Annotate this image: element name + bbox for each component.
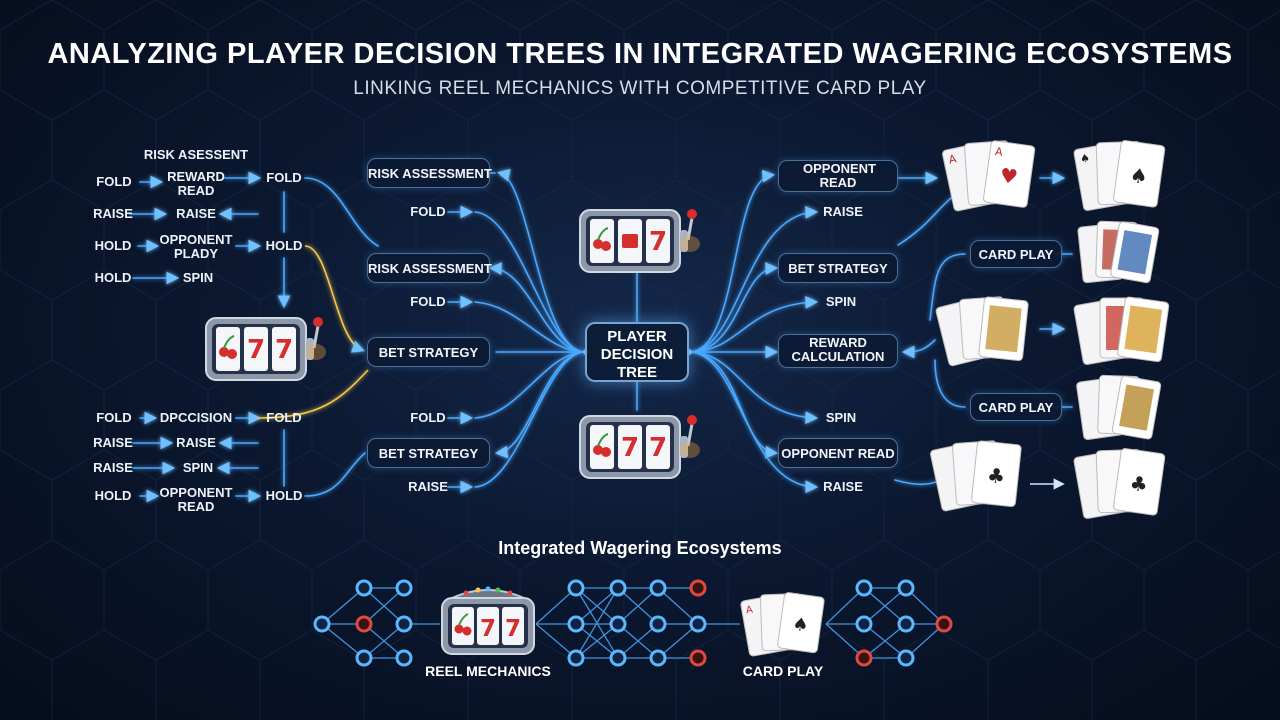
mid-right-label-raise-1[interactable]: RAISE xyxy=(823,204,863,219)
left-label-raise-b3[interactable]: RAISE xyxy=(93,460,133,475)
mid-left-label-raise[interactable]: RAISE xyxy=(408,479,448,494)
slot-seven-7: 7 xyxy=(505,616,521,642)
slot-seven-1: 7 xyxy=(247,335,265,365)
card-fan-4 xyxy=(935,296,1029,367)
ecosystem-title: Integrated Wagering Ecosystems xyxy=(498,538,782,558)
node-bet-strategy-3[interactable]: BET STRATEGY xyxy=(778,253,898,283)
card-fan-8: ♣ xyxy=(1073,448,1166,519)
page-subtitle: LINKING REEL MECHANICS WITH COMPETITIVE … xyxy=(353,78,927,99)
left-label-fold[interactable]: FOLD xyxy=(96,174,132,189)
left-label-fold-2[interactable]: FOLD xyxy=(266,170,302,185)
slot-seven-5: 7 xyxy=(649,433,667,463)
left-label-raise-b2[interactable]: RAISE xyxy=(176,435,216,450)
node-risk-assessment-1[interactable]: RISK ASSESSMENT xyxy=(367,158,492,188)
left-label-hold[interactable]: HOLD xyxy=(94,238,132,253)
slot-seven-2: 7 xyxy=(275,335,293,365)
slot-machine-center-top: 7 xyxy=(579,209,700,273)
left-label-hold-2[interactable]: HOLD xyxy=(265,238,303,253)
svg-text:♣: ♣ xyxy=(986,463,1006,489)
network-chips xyxy=(313,579,953,667)
mid-right-label-spin-2[interactable]: SPIN xyxy=(825,410,857,425)
card-fan-6 xyxy=(1076,374,1162,441)
svg-text:♥: ♥ xyxy=(998,163,1019,189)
reel-mechanics-label: REEL MECHANICS xyxy=(425,663,551,679)
card-play-label: CARD PLAY xyxy=(742,663,824,679)
left-label-spin-b[interactable]: SPIN xyxy=(182,460,214,475)
mid-left-label-fold-2[interactable]: FOLD xyxy=(410,294,446,309)
center-line-2: DECISION xyxy=(600,346,674,363)
left-label-spin[interactable]: SPIN xyxy=(182,270,214,285)
left-label-fold-b2[interactable]: FOLD xyxy=(266,410,302,425)
left-heading-risk-assessment: RISK ASESSENT xyxy=(143,147,249,162)
mid-left-label-fold-1[interactable]: FOLD xyxy=(410,204,446,219)
slot-machine-center-bottom: 7 7 xyxy=(579,415,700,479)
left-label-raise[interactable]: RAISE xyxy=(93,206,133,221)
node-card-play-2[interactable]: CARD PLAY xyxy=(970,393,1062,421)
left-label-hold-b2[interactable]: HOLD xyxy=(265,488,303,503)
node-risk-assessment-2[interactable]: RISK ASSESSMENT xyxy=(367,253,492,283)
left-label-raise-b[interactable]: RAISE xyxy=(93,435,133,450)
left-label-dpccision[interactable]: DPCCISION xyxy=(159,410,233,425)
node-opponent-read-2[interactable]: OPPONENT READ xyxy=(778,438,898,468)
left-label-opponent-plady[interactable]: OPPONENT PLADY xyxy=(159,232,233,261)
center-line-3: TREE xyxy=(616,364,657,381)
left-label-raise-2[interactable]: RAISE xyxy=(176,206,216,221)
slot-seven-4: 7 xyxy=(621,433,639,463)
left-label-hold-3[interactable]: HOLD xyxy=(94,270,132,285)
left-label-reward-read[interactable]: REWARD READ xyxy=(167,169,225,198)
player-decision-tree-node[interactable]: PLAYER DECISION TREE xyxy=(585,322,689,382)
left-label-fold-b[interactable]: FOLD xyxy=(96,410,132,425)
slot-seven-6: 7 xyxy=(480,616,496,642)
mid-right-label-raise-2[interactable]: RAISE xyxy=(823,479,863,494)
card-rank-3: A xyxy=(745,604,754,616)
node-opponent-read-1[interactable]: OPPONENT READ xyxy=(778,160,898,192)
card-fan-2: ♠ ♠ xyxy=(1073,140,1166,211)
svg-text:♠: ♠ xyxy=(1079,151,1091,166)
card-fan-5 xyxy=(1073,296,1170,365)
left-label-hold-b[interactable]: HOLD xyxy=(94,488,132,503)
node-bet-strategy-1[interactable]: BET STRATEGY xyxy=(367,337,490,367)
card-fan-3 xyxy=(1077,220,1160,284)
page-title: ANALYZING PLAYER DECISION TREES IN INTEG… xyxy=(47,38,1233,70)
svg-text:♣: ♣ xyxy=(1128,471,1149,497)
mid-left-label-fold-3[interactable]: FOLD xyxy=(410,410,446,425)
card-rank-1: A xyxy=(948,152,959,166)
mid-right-label-spin-1[interactable]: SPIN xyxy=(825,294,857,309)
card-fan-bottom: A ♠ xyxy=(740,592,825,657)
slot-machine-bottom: 7 7 xyxy=(441,586,535,655)
card-fan-1: A A ♥ xyxy=(942,140,1036,212)
center-line-1: PLAYER xyxy=(607,328,667,345)
node-card-play-1[interactable]: CARD PLAY xyxy=(970,240,1062,268)
left-label-opponent-read[interactable]: OPPONENT READ xyxy=(159,485,233,514)
svg-text:♠: ♠ xyxy=(1128,163,1149,189)
node-bet-strategy-2[interactable]: BET STRATEGY xyxy=(367,438,490,468)
card-rank-2: A xyxy=(994,145,1004,159)
node-reward-calculation[interactable]: REWARD CALCULATION xyxy=(778,334,898,368)
slot-seven-3: 7 xyxy=(649,227,667,257)
svg-text:♠: ♠ xyxy=(791,614,810,637)
slot-machine-left: 7 7 xyxy=(205,317,326,381)
card-fan-7: ♣ xyxy=(930,440,1022,512)
